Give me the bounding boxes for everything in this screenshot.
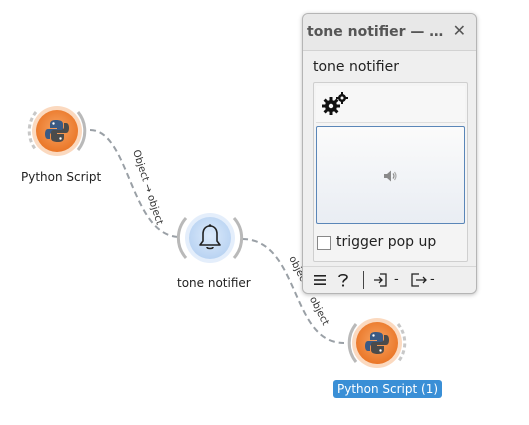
play-sound-button[interactable] (316, 126, 465, 224)
node-python-script[interactable] (27, 106, 87, 156)
trigger-popup-checkbox[interactable] (317, 236, 331, 250)
bell-icon (199, 224, 221, 250)
widget-window[interactable]: tone notifier — Or… ✕ tone notifier (302, 13, 477, 294)
python-icon (365, 332, 389, 354)
settings-bar (316, 86, 465, 123)
python-icon (45, 120, 69, 142)
input-icon[interactable] (373, 272, 389, 288)
speaker-icon (384, 170, 397, 182)
close-icon[interactable]: ✕ (452, 21, 466, 40)
node-tone-notifier[interactable] (176, 213, 244, 263)
link-label-1: Object → object (130, 149, 165, 227)
node-label-python-script: Python Script (21, 170, 102, 184)
status-separator (363, 271, 364, 289)
node-python-script-1[interactable] (347, 318, 407, 368)
status-bar: - - (303, 266, 476, 293)
window-titlebar[interactable]: tone notifier — Or… ✕ (303, 14, 476, 51)
input-count: - (394, 272, 399, 287)
node-label-python-script-1[interactable]: Python Script (1) (333, 380, 443, 398)
gears-icon[interactable] (322, 92, 350, 116)
menu-icon[interactable] (313, 274, 327, 286)
window-title: tone notifier — Or… (307, 24, 453, 40)
controls-box: trigger pop up (313, 82, 468, 262)
output-count: - (430, 272, 435, 287)
node-label-tone-notifier: tone notifier (177, 276, 251, 290)
widget-heading: tone notifier (313, 59, 399, 75)
link-python-to-notifier[interactable] (89, 129, 181, 238)
trigger-popup-label: trigger pop up (336, 234, 437, 250)
help-icon[interactable] (336, 272, 350, 288)
output-icon[interactable] (410, 272, 428, 288)
